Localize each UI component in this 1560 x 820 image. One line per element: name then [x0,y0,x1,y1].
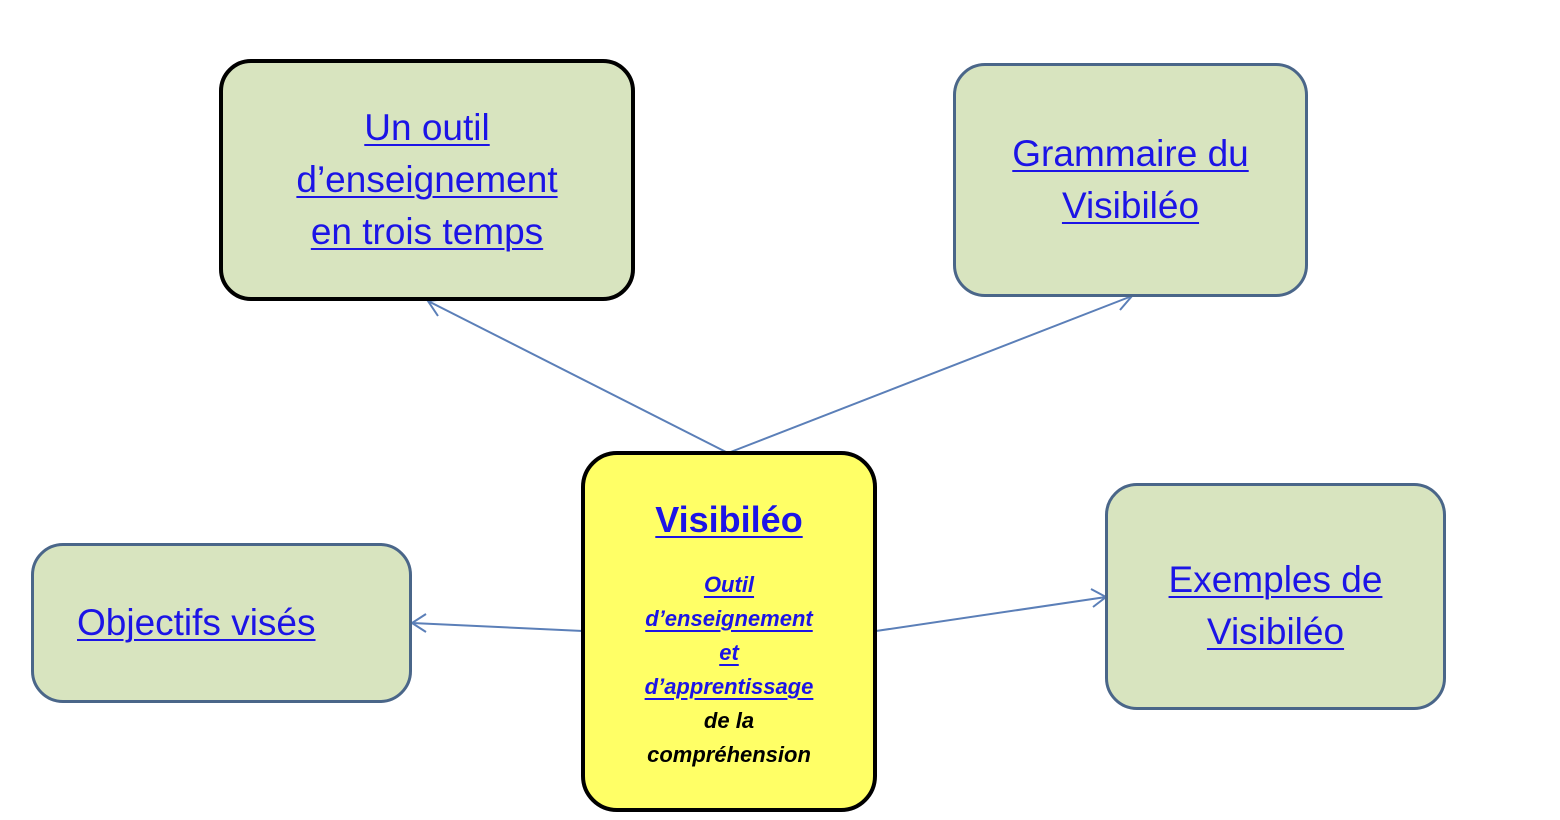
node-teaching-tool-line-1[interactable]: Un outil [364,107,490,148]
arrowhead-top-left [426,298,447,317]
node-grammar-line-1[interactable]: Grammaire du [1012,133,1249,174]
center-subtitle-line-6: compréhension [647,741,811,767]
center-subtitle-line-2[interactable]: d’enseignement [645,605,813,631]
center-subtitle-line-5: de la [703,707,755,733]
node-teaching-tool-line-2[interactable]: d’enseignement [296,159,558,200]
center-subtitle-line-1[interactable]: Outil [703,571,755,597]
node-examples-line-2[interactable]: Visibiléo [1206,610,1345,652]
node-examples-line-1[interactable]: Exemples de [1168,558,1383,600]
node-examples[interactable]: Exemples de Visibiléo [1105,483,1446,710]
arrow-to-left [411,622,584,632]
center-subtitle-line-4[interactable]: d’apprentissage [644,673,814,699]
arrowhead-right [1090,588,1108,608]
center-subtitle-line-3[interactable]: et [719,639,739,665]
node-teaching-tool[interactable]: Un outil d’enseignement en trois temps [219,59,635,301]
node-objectives-line-1[interactable]: Objectifs visés [77,602,316,643]
arrow-to-top-right [727,295,1133,454]
arrow-to-top-left [427,300,729,454]
node-grammar[interactable]: Grammaire du Visibiléo [953,63,1308,297]
node-teaching-tool-line-3[interactable]: en trois temps [310,211,544,252]
node-grammar-line-2[interactable]: Visibiléo [1061,185,1200,226]
node-visibileo-center[interactable]: Visibiléo Outil d’enseignement et d’appr… [581,451,877,812]
arrow-to-right [875,596,1107,632]
node-objectives[interactable]: Objectifs visés [31,543,412,703]
center-title[interactable]: Visibiléo [655,498,803,540]
arrowhead-left [410,613,427,633]
